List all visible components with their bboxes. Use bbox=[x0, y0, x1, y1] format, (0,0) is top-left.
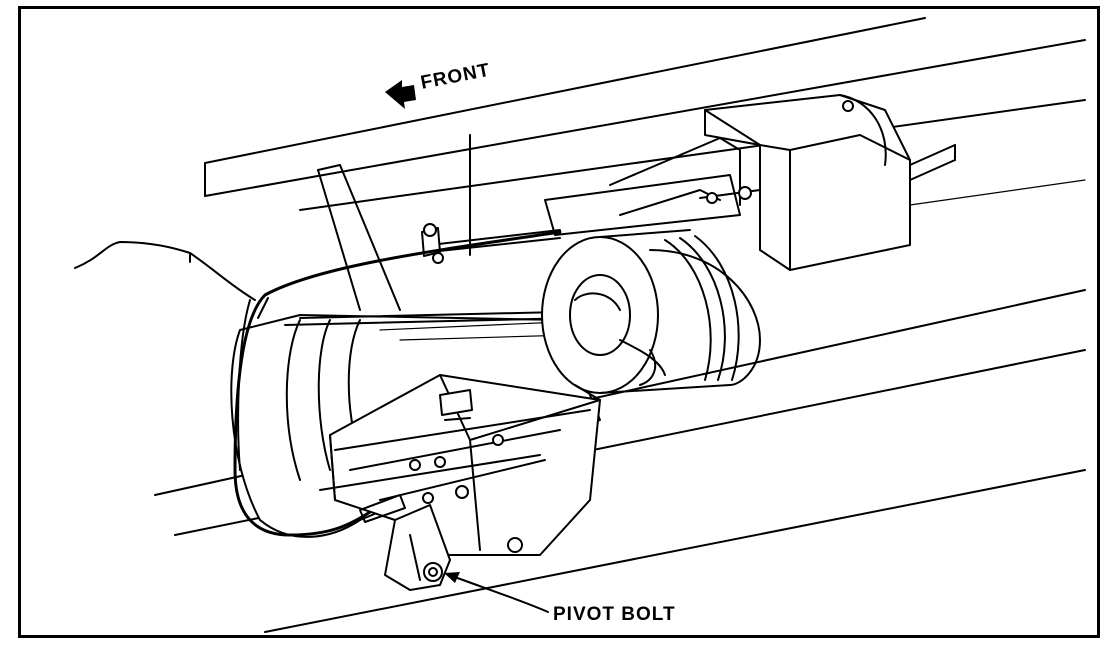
pivot-bolt-head bbox=[423, 562, 443, 582]
shift-bracket bbox=[319, 374, 601, 556]
transfer-drum bbox=[541, 229, 761, 394]
engine-outline bbox=[74, 241, 256, 301]
shift-lever-arm bbox=[384, 339, 666, 591]
crossmember bbox=[317, 164, 401, 311]
rear-housing bbox=[704, 94, 1086, 271]
pivot-bolt-leader bbox=[444, 572, 549, 613]
upper-frame-rail bbox=[204, 17, 1086, 256]
pivot-bolt-label: PIVOT BOLT bbox=[553, 604, 676, 625]
upper-linkage bbox=[421, 137, 761, 264]
shift-cable bbox=[233, 230, 562, 537]
arrow-left-icon bbox=[385, 80, 416, 109]
